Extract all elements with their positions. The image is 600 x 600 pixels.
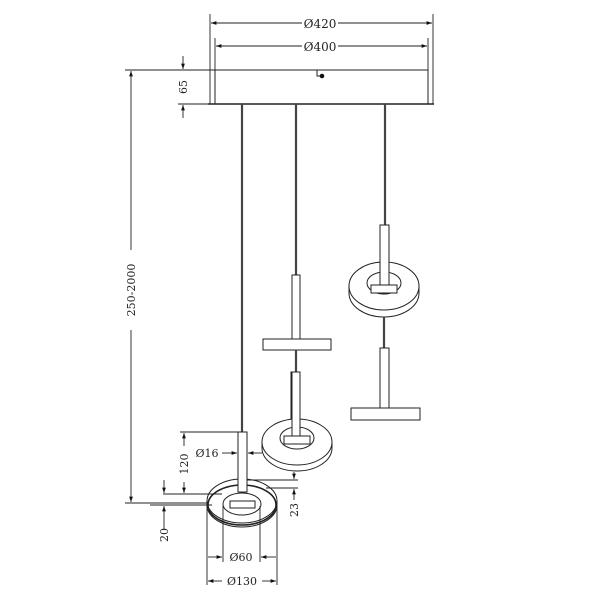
dim-label-ring-inner: Ø60 [229, 551, 252, 564]
dim-label-overall-drop: 250-2000 [125, 264, 138, 317]
dim-label-canopy-height: 65 [177, 80, 190, 94]
dim-label-stem-height: 120 [178, 454, 191, 475]
ring-outer-diameter-dimension: Ø130 [206, 506, 278, 588]
ring-inner-diameter-dimension: Ø60 [208, 506, 276, 564]
screw-icon [316, 70, 321, 77]
canopy-inner-diameter-dimension: Ø400 [214, 38, 429, 70]
dim-label-canopy-outer: Ø420 [304, 17, 337, 31]
dim-label-ring-thickness: 23 [288, 503, 301, 517]
canopy-outer-diameter-dimension: Ø420 [209, 14, 434, 104]
stem-height-dimension: 120 [163, 431, 240, 495]
overall-drop-dimension: 250-2000 [125, 69, 215, 504]
ring-offset-dimension: 20 [150, 480, 212, 542]
dim-label-stem-diameter: Ø16 [195, 447, 218, 460]
pendant-left [206, 431, 278, 528]
ceiling-canopy [208, 69, 434, 105]
pendant-right [348, 224, 421, 421]
dim-label-canopy-inner: Ø400 [304, 40, 337, 54]
dim-label-ring-offset: 20 [158, 528, 171, 542]
canopy-height-dimension: 65 [177, 56, 215, 118]
stem-diameter-dimension: Ø16 [195, 447, 262, 460]
pendant-middle [261, 274, 333, 472]
ring-thickness-dimension: 23 [247, 472, 301, 517]
dim-label-ring-outer: Ø130 [227, 575, 257, 588]
